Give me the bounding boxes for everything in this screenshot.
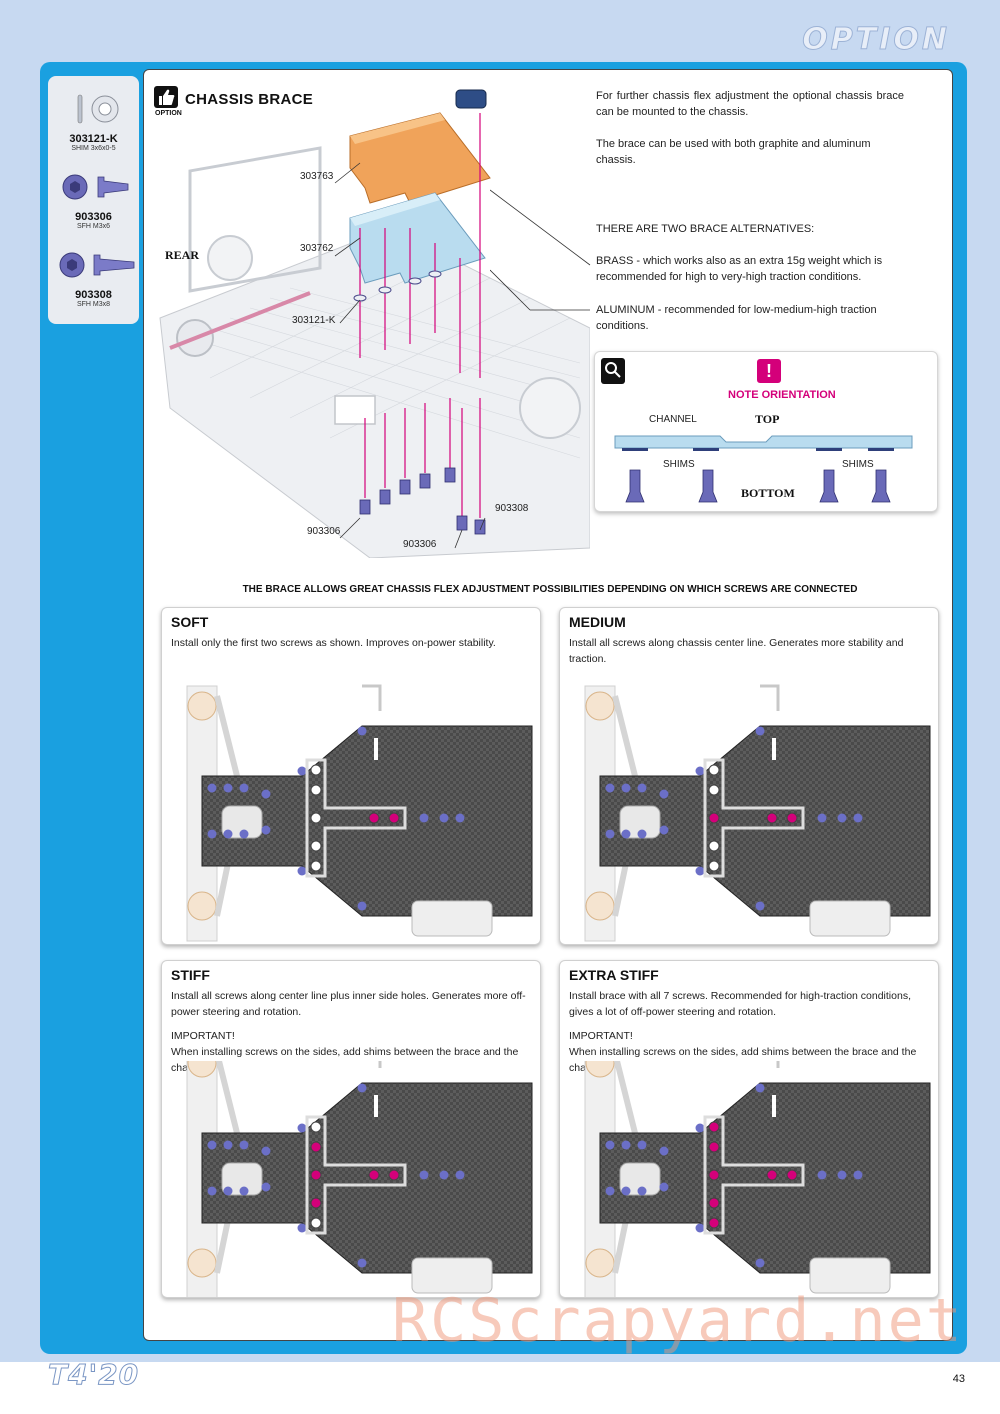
panel-description: Install all screws along center line plu… [171, 990, 526, 1018]
damper [187, 891, 217, 921]
part-spec: SFH M3x8 [76, 301, 111, 308]
top-label: TOP [755, 412, 780, 426]
note-orientation: NOTE ORIENTATION [728, 389, 836, 401]
damper [187, 1061, 217, 1078]
description-p3: THERE ARE TWO BRACE ALTERNATIVES: [596, 223, 815, 235]
description-p5: ALUMINUM - recommended for low-medium-hi… [596, 304, 877, 332]
damper [187, 691, 217, 721]
panel-title: STIFF [171, 967, 210, 983]
panel-soft: SOFT Install only the first two screws a… [161, 607, 541, 945]
chassis-illustration [584, 1061, 931, 1297]
exploded-assembly-diagram [159, 89, 590, 558]
chassis-illustration [186, 684, 533, 942]
brace-outline [305, 1115, 407, 1235]
chassis-illustration [186, 1061, 533, 1297]
part-screw-8: 903308 SFH M3x8 [48, 248, 139, 308]
product-logo: T4'20 [47, 1358, 140, 1392]
panel-title: SOFT [171, 614, 209, 630]
channel-label: CHANNEL [649, 414, 697, 425]
panel-extra-stiff: EXTRA STIFF Install brace with all 7 scr… [559, 960, 939, 1298]
callout-303121k: 303121-K [292, 315, 336, 326]
callout-303762: 303762 [300, 243, 334, 254]
damper [585, 1248, 615, 1278]
callout-903306-right: 903306 [403, 539, 437, 550]
screw-icon [62, 174, 129, 200]
section-header: OPTION [802, 22, 950, 58]
brace-outline [305, 758, 407, 878]
part-spec: SFH M3x6 [76, 223, 111, 230]
screw-icon [59, 252, 135, 278]
panel-important: IMPORTANT! [171, 1030, 235, 1042]
damper [585, 891, 615, 921]
part-code: 903308 [75, 289, 112, 301]
damper [187, 1248, 217, 1278]
possibilities-caption: THE BRACE ALLOWS GREAT CHASSIS FLEX ADJU… [242, 584, 858, 595]
callout-903306-left: 903306 [307, 526, 341, 537]
section-title: CHASSIS BRACE [185, 91, 314, 108]
part-shim: 303121-K SHIM 3x6x0-5 [48, 90, 139, 152]
bottom-label: BOTTOM [741, 486, 795, 500]
parts-sidebar: 303121-K SHIM 3x6x0-5 903306 SFH M3x6 90… [48, 76, 139, 324]
panel-description: Install brace with all 7 screws. Recomme… [569, 990, 911, 1018]
pointer-lines [490, 189, 591, 311]
damper [585, 1061, 615, 1078]
watermark: RCScrapyard.net [392, 1286, 964, 1356]
part-code: 303121-K [69, 133, 118, 145]
description-p1: For further chassis flex adjustment the … [596, 90, 904, 118]
panel-medium: MEDIUM Install all screws along chassis … [559, 607, 939, 945]
chassis-illustration [584, 684, 931, 942]
panel-stiff: STIFF Install all screws along center li… [161, 960, 541, 1298]
part-screw-6: 903306 SFH M3x6 [48, 170, 139, 230]
exclamation-icon: ! [757, 359, 781, 383]
panel-text: Install only the first two screws as sho… [171, 637, 496, 649]
brace-outline [703, 1115, 805, 1235]
panel-text: Install all screws along center line plu… [171, 988, 531, 1076]
damper [585, 691, 615, 721]
page-number: 43 [952, 1373, 965, 1385]
rear-label: REAR [165, 248, 200, 262]
callout-903308: 903308 [495, 503, 529, 514]
description-p2: The brace can be used with both graphite… [596, 138, 871, 166]
panel-important: IMPORTANT! [569, 1030, 633, 1042]
brace-outline [703, 758, 805, 878]
panel-text: Install brace with all 7 screws. Recomme… [569, 988, 929, 1076]
panel-title: EXTRA STIFF [569, 967, 659, 983]
description-p4: BRASS - which works also as an extra 15g… [596, 255, 883, 283]
shim-icon [77, 94, 119, 124]
callout-303763: 303763 [300, 171, 334, 182]
part-spec: SHIM 3x6x0-5 [71, 145, 116, 152]
thumbs-up-icon [154, 86, 178, 108]
magnifier-icon [601, 358, 625, 384]
option-badge-label: OPTION [155, 110, 182, 117]
shims-right-label: SHIMS [842, 459, 874, 470]
shims-left-label: SHIMS [663, 459, 695, 470]
panel-title: MEDIUM [569, 614, 626, 630]
part-code: 903306 [75, 211, 112, 223]
panel-text: Install all screws along chassis center … [569, 637, 904, 665]
brace-cross-section [614, 435, 913, 503]
